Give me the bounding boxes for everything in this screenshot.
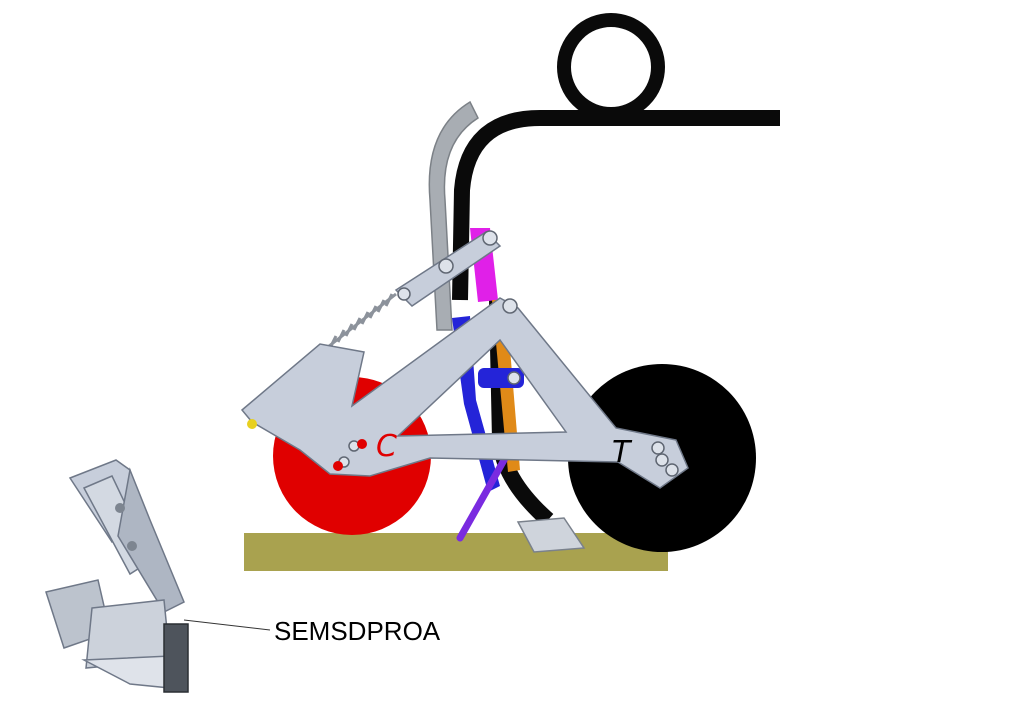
yellow-pin: [247, 419, 257, 429]
tine-wheel-label: T: [612, 435, 633, 470]
purple-rod: [456, 442, 516, 542]
coil-spring-icon: [323, 292, 397, 352]
pivot-dot: [333, 461, 343, 471]
shoe-part-illustration: [45, 459, 189, 693]
closing-wheel-label: C: [376, 429, 397, 464]
ground-strip: [244, 533, 668, 571]
furrow-shoe: [516, 517, 586, 553]
pivot-dot: [357, 439, 367, 449]
hex-bolt-icon: [338, 230, 679, 477]
part-leader-line: [183, 619, 271, 631]
part-number-label: SEMSDPROA: [274, 616, 441, 646]
